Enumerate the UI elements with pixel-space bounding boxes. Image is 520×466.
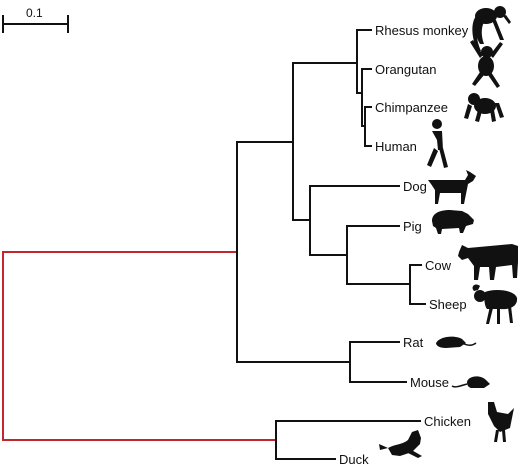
chicken-icon <box>488 402 514 442</box>
leaf-label-rhesus-monkey: Rhesus monkey <box>375 23 469 38</box>
rat-icon <box>436 336 477 348</box>
ape-branch <box>356 68 363 127</box>
human-icon <box>427 119 448 168</box>
ungulate-branch <box>309 225 348 285</box>
bird-clade <box>275 420 421 460</box>
primate-branch <box>292 29 358 94</box>
cow-icon <box>458 244 518 280</box>
leaf-labels: Rhesus monkey Orangutan Chimpanzee Human… <box>339 23 471 466</box>
sheep-icon <box>472 284 518 324</box>
leaf-label-chimpanzee: Chimpanzee <box>375 100 448 115</box>
duck-icon <box>379 430 422 458</box>
leaf-label-sheep: Sheep <box>429 297 467 312</box>
mammal-clade <box>236 29 426 383</box>
leaf-label-human: Human <box>375 139 417 154</box>
leaf-label-orangutan: Orangutan <box>375 62 436 77</box>
dog-icon <box>428 170 476 204</box>
chimp-human-branch <box>361 106 366 147</box>
root-branch <box>2 251 277 441</box>
orangutan-icon <box>470 40 503 88</box>
pig-icon <box>432 210 474 234</box>
leaf-label-dog: Dog <box>403 179 427 194</box>
monkey-icon <box>472 6 511 52</box>
leaf-label-chicken: Chicken <box>424 414 471 429</box>
eutherian-branch <box>236 62 294 221</box>
mouse-icon <box>451 376 490 388</box>
leaf-label-rat: Rat <box>403 335 424 350</box>
root-branches <box>2 251 277 441</box>
leaf-label-cow: Cow <box>425 258 452 273</box>
silhouettes <box>379 6 518 458</box>
leaf-label-mouse: Mouse <box>410 375 449 390</box>
leaf-label-pig: Pig <box>403 219 422 234</box>
chimpanzee-icon <box>464 93 504 122</box>
scale-bar: 0.1 <box>2 6 69 33</box>
scale-bar-label: 0.1 <box>26 6 43 20</box>
laurasiatheria-branch <box>292 185 311 256</box>
rodent-branch <box>236 341 351 383</box>
leaf-label-duck: Duck <box>339 452 369 466</box>
ruminant-branch <box>346 264 411 305</box>
